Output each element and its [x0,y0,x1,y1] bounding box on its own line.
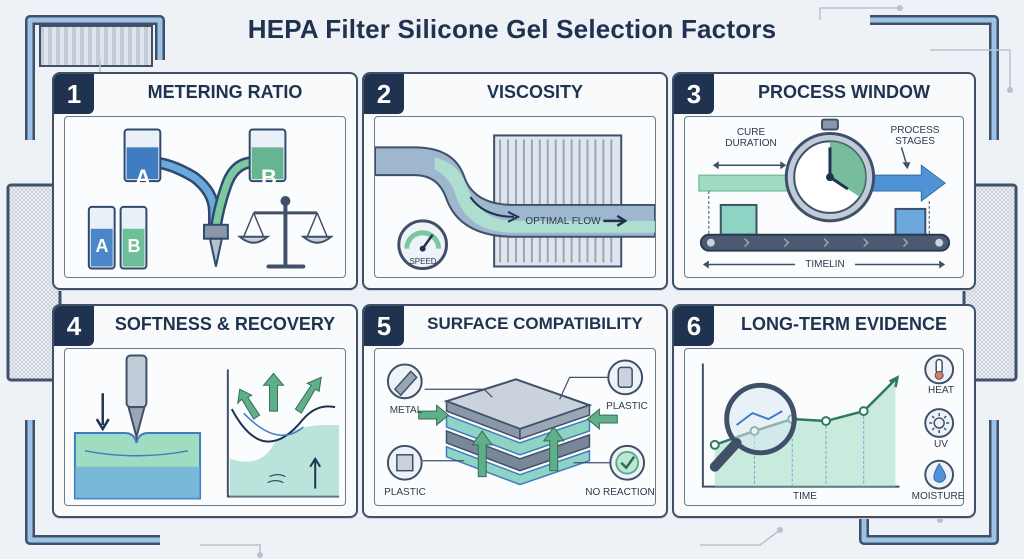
card-title: LONG-TERM EVIDENCE [740,314,947,334]
card-surface-compatibility: 5 SURFACE COMPATIBILITY [362,304,668,518]
label-b-small: B [127,236,141,256]
card-metering-ratio: 1 METERING RATIO [52,72,358,290]
card-number: 4 [54,306,94,346]
surface-compatibility-illustration: METAL PLASTIC PLASTIC NO REACTION [374,348,656,506]
viscosity-illustration: OPTIMAL FLOW SPEED [374,116,656,278]
card-long-term-evidence: 6 LONG-TERM EVIDENCE [672,304,976,518]
cure-duration-label: CURE DURATION [721,127,781,149]
timeline-label: TIMELIN [795,259,855,270]
moisture-label: MOISTURE [911,491,965,502]
card-number: 5 [364,306,404,346]
process-stages-label: PROCESS STAGES [885,125,945,147]
stopwatch-conveyor-icon [698,118,951,269]
card-title: PROCESS WINDOW [757,82,930,102]
uv-label: UV [934,439,948,450]
card-number: 3 [674,74,714,114]
stages-label-line1: PROCESS [890,125,940,136]
card-softness-recovery: 4 SOFTNESS & RECOVERY [52,304,358,518]
label-b-top: B [261,165,277,190]
card-title: METERING RATIO [147,82,303,102]
stages-label-line2: STAGES [895,136,935,147]
long-term-evidence-illustration: TIME HEAT UV MOISTURE [684,348,964,506]
time-axis-label: TIME [793,491,817,502]
card-title: SOFTNESS & RECOVERY [114,314,336,334]
flow-label: OPTIMAL FLOW [525,216,601,227]
page-title: HEPA Filter Silicone Gel Selection Facto… [247,14,777,44]
heat-label: HEAT [928,385,954,396]
cure-label-line2: DURATION [725,138,777,149]
card-number: 6 [674,306,714,346]
pipe-flow-icon [375,134,655,270]
card-title: SURFACE COMPATIBILITY [427,314,643,333]
card-viscosity: 2 VISCOSITY OPTI [362,72,668,290]
gauge-label: SPEED [409,257,437,266]
no-reaction-label: NO REACTION [585,487,655,498]
mixing-beakers-icon [87,128,334,270]
plastic-right-label: PLASTIC [606,401,648,412]
process-window-illustration: CURE DURATION PROCESS STAGES TIMELIN [684,116,964,278]
softness-recovery-illustration [64,348,346,506]
plastic-left-label: PLASTIC [384,487,426,498]
card-process-window: 3 PROCESS WINDOW [672,72,976,290]
card-number: 2 [364,74,404,114]
metal-label: METAL [389,405,423,416]
card-number: 1 [54,74,94,114]
metering-ratio-illustration: A B A B [64,116,346,278]
cure-label-line1: CURE [736,127,766,138]
layered-substrates-icon [386,359,646,486]
magnifier-trend-icon [701,354,955,490]
label-a-small: A [95,236,109,256]
label-a-top: A [135,165,151,190]
indenter-recovery-icon [73,354,340,500]
card-title: VISCOSITY [486,82,584,102]
